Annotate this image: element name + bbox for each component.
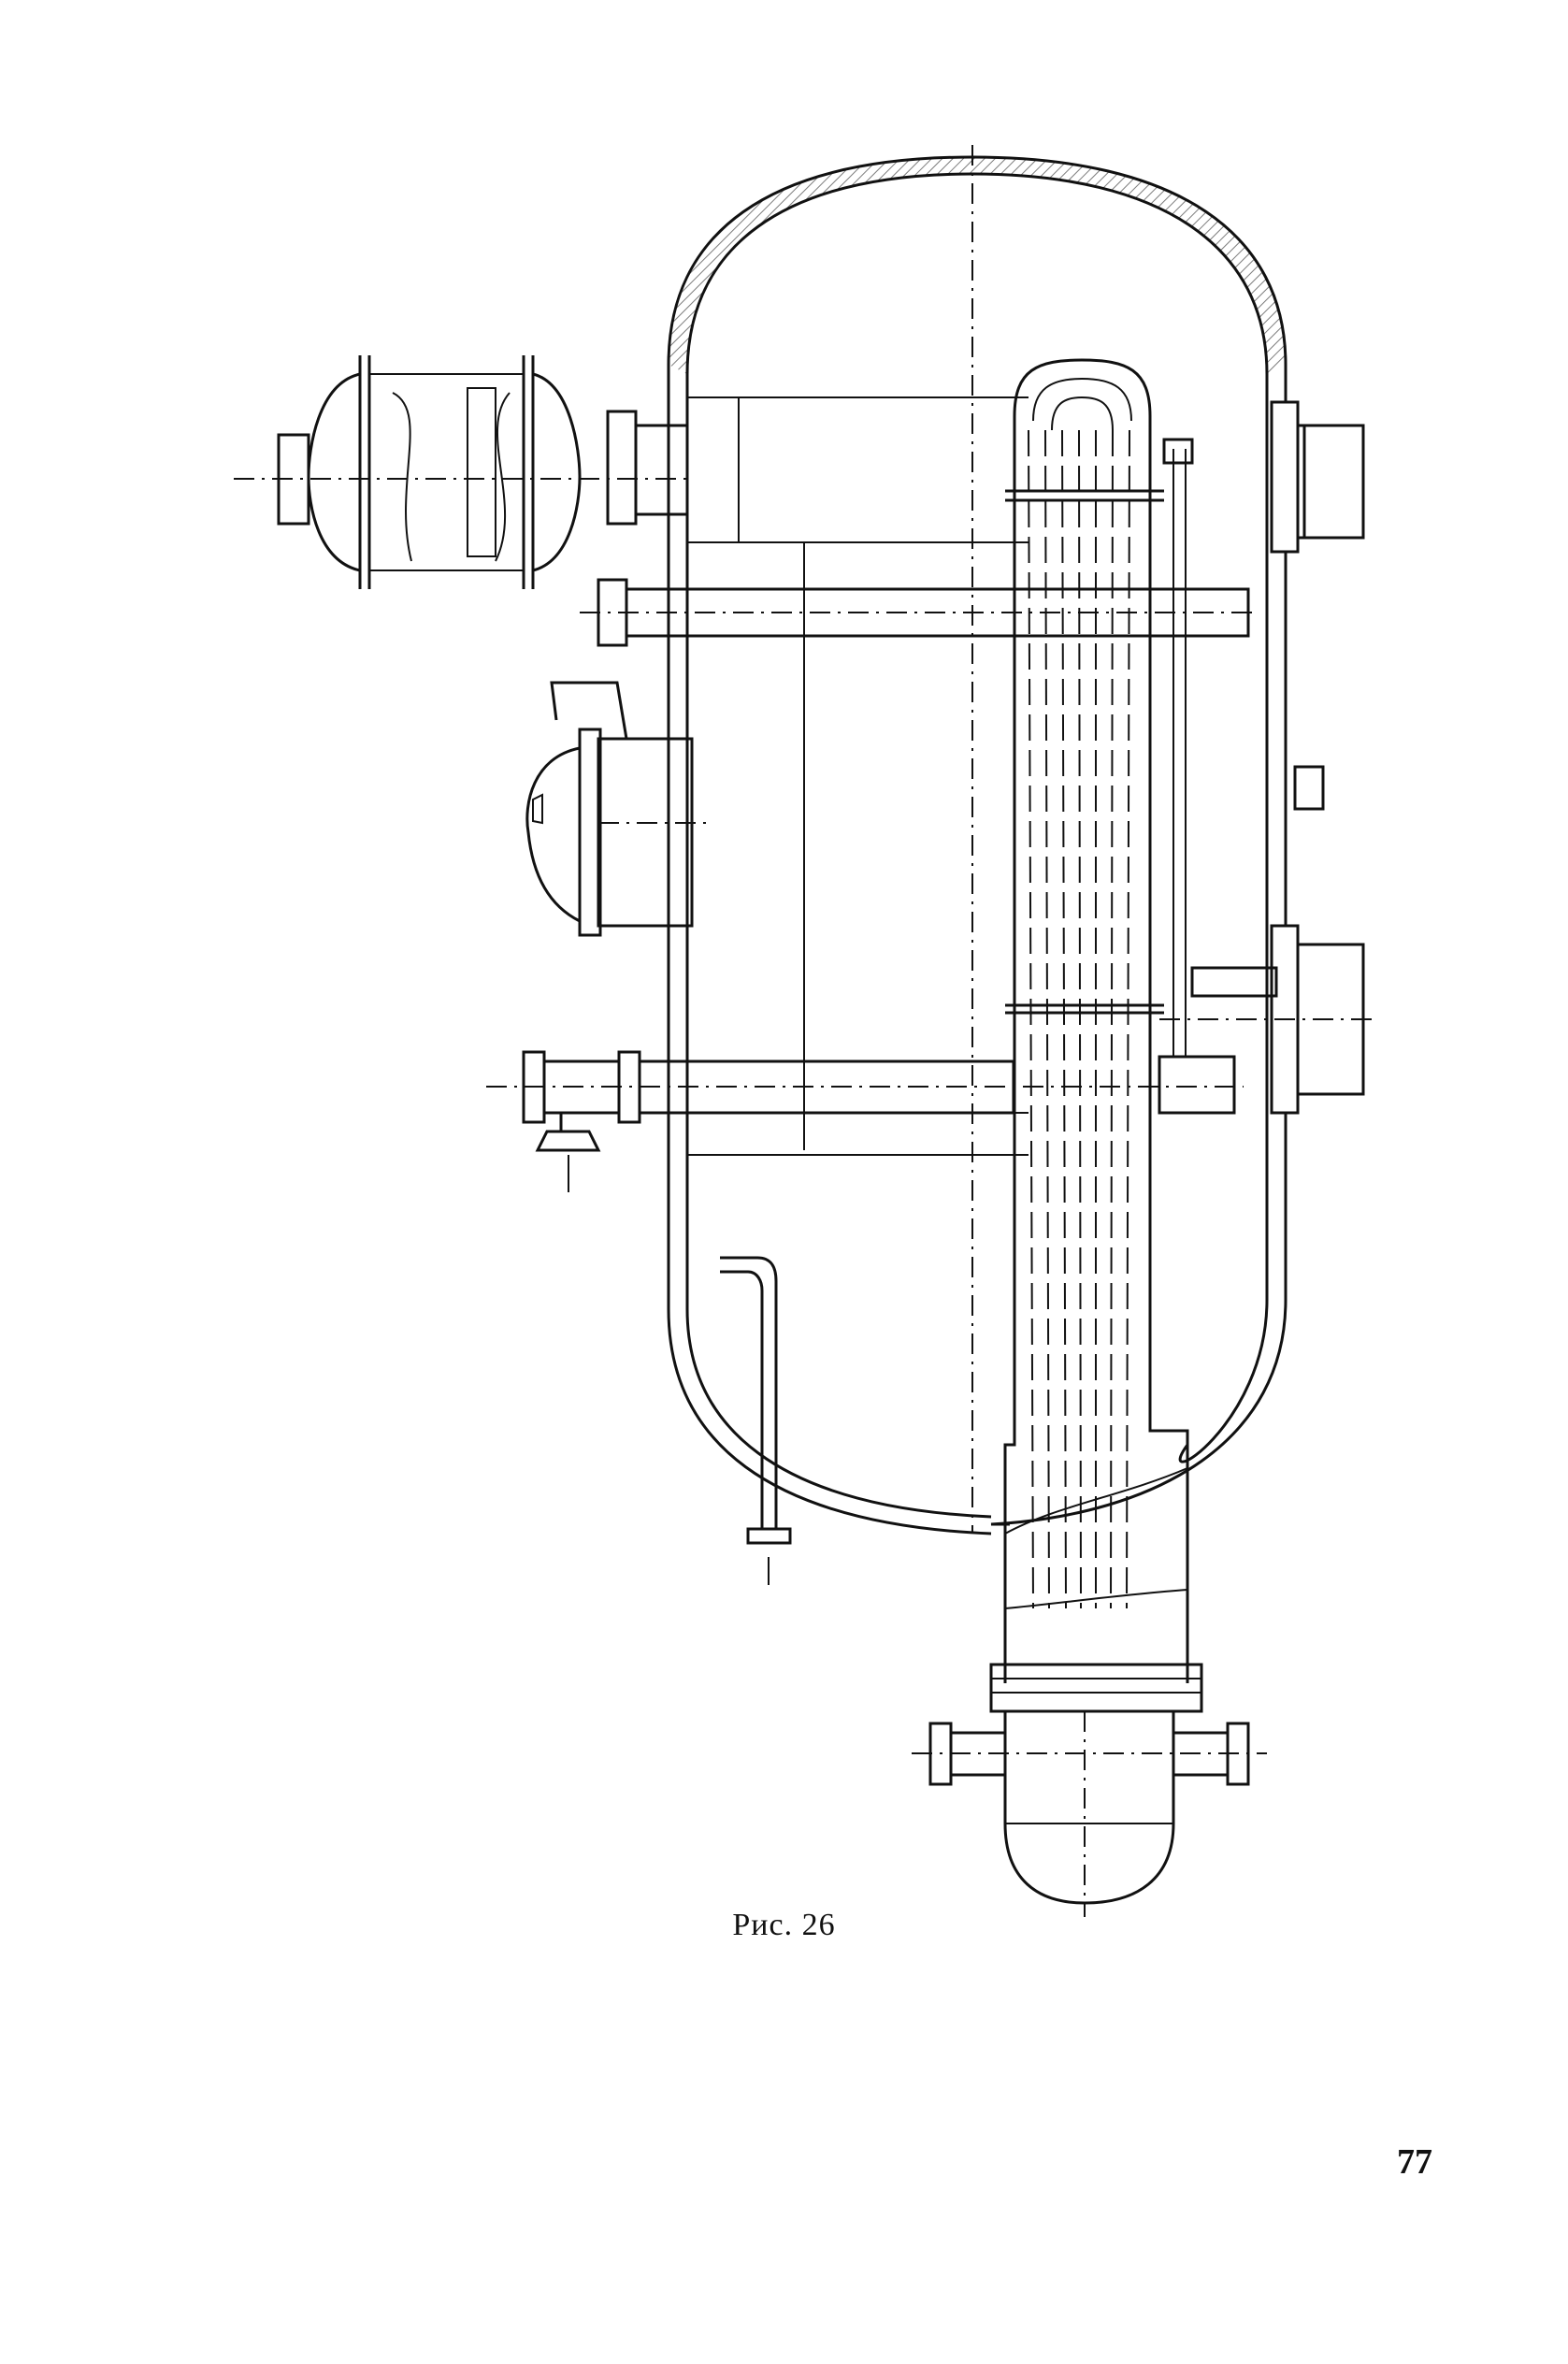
figure-caption: Рис. 26 (732, 1908, 836, 1942)
lower-pipe (486, 1050, 1244, 1192)
right-nozzles (1159, 400, 1374, 1115)
page-number: 77 (1397, 2142, 1432, 2182)
tube-bundle (1003, 358, 1194, 1683)
manhole-cover (525, 681, 711, 937)
internal-baffles (687, 396, 1029, 1156)
vessel-shell (667, 155, 1287, 1535)
upper-nozzle (580, 578, 1253, 647)
filter-canister (234, 355, 689, 589)
channel-head (912, 1663, 1267, 1917)
drain-pipe (720, 1256, 792, 1585)
